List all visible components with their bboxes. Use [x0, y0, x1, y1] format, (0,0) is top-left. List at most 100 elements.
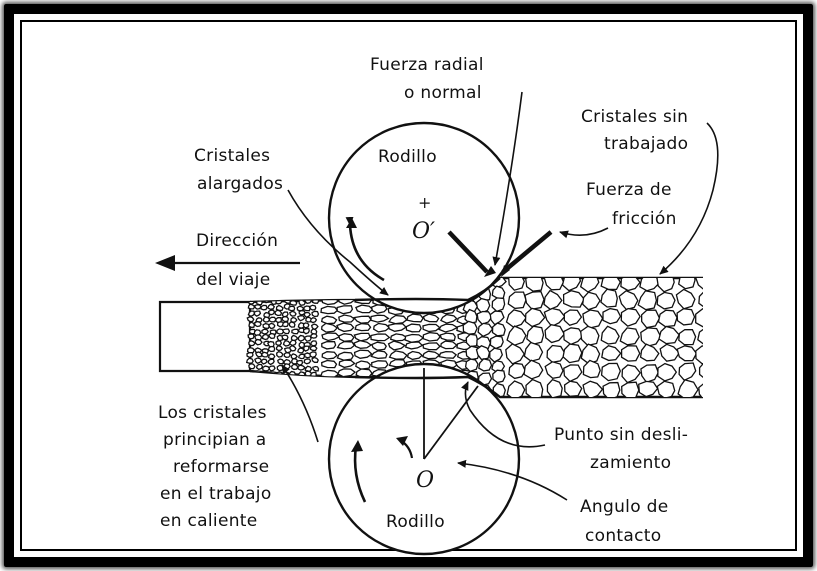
- label-radial-force-1: Fuerza radial: [370, 55, 484, 75]
- crystal-grain: [262, 322, 270, 329]
- leader-reforming-crystals: [281, 364, 319, 443]
- crystal-grain: [302, 322, 310, 329]
- crystal-grain: [697, 327, 703, 346]
- crystal-grain: [267, 353, 276, 360]
- crystal-grain: [254, 338, 263, 346]
- crystal-grain: [602, 307, 622, 325]
- crystal-grain: [657, 362, 678, 382]
- crystal-grain: [296, 315, 306, 322]
- crystal-grain: [370, 333, 391, 342]
- crystal-grain: [311, 310, 320, 318]
- crystal-grain: [281, 334, 289, 341]
- crystal-grain: [600, 288, 618, 308]
- crystal-grain: [563, 309, 583, 327]
- crystal-grain: [698, 290, 703, 309]
- crystal-grain: [288, 321, 296, 328]
- label-reform-1: Los cristales: [158, 403, 267, 423]
- crystal-grain: [304, 365, 313, 373]
- crystal-grain: [695, 345, 703, 365]
- crystal-grain: [288, 370, 297, 378]
- crystal-grain: [353, 332, 371, 342]
- crystal-grain: [309, 316, 318, 324]
- crystal-grain: [694, 278, 703, 290]
- crystal-grain: [297, 364, 307, 371]
- travel-direction-arrowhead: [155, 255, 175, 271]
- crystal-grain: [253, 320, 262, 328]
- crystal-grain: [388, 314, 408, 325]
- crystal-grain: [698, 361, 703, 380]
- crystal-grain: [262, 316, 271, 323]
- crystal-grain: [637, 290, 658, 311]
- crystal-grain: [582, 359, 601, 379]
- crystal-grain: [543, 289, 563, 311]
- crystal-grain: [248, 321, 256, 328]
- crystal-grain: [507, 291, 527, 310]
- crystal-grain: [656, 380, 676, 397]
- crystal-grain: [640, 327, 662, 347]
- crystal-grain: [422, 323, 441, 333]
- crystal-grain: [525, 278, 544, 292]
- crystal-grain: [261, 351, 269, 358]
- crystal-grain: [543, 278, 565, 291]
- crystal-grain: [267, 345, 276, 353]
- crystal-grain: [656, 291, 676, 310]
- crystal-grain: [523, 341, 544, 362]
- crystal-grain: [543, 307, 566, 328]
- crystal-grain: [321, 332, 341, 342]
- label-unworked-1: Cristales sin: [581, 107, 688, 127]
- crystal-grain: [248, 371, 256, 378]
- crystal-grain: [247, 310, 256, 318]
- label-no-slip-2: zamiento: [590, 453, 671, 473]
- crystal-grain: [260, 304, 268, 311]
- crystal-grain: [353, 349, 373, 359]
- crystal-grain: [406, 313, 424, 323]
- crystal-grain: [260, 358, 268, 365]
- crystal-grain: [489, 347, 504, 363]
- crystal-grain: [282, 339, 291, 347]
- crystal-grain: [620, 345, 641, 362]
- crystal-grain: [290, 316, 298, 323]
- crystal-grain: [288, 339, 297, 347]
- crystal-grain: [505, 309, 527, 328]
- crystal-grain: [262, 365, 271, 372]
- crystal-grain: [491, 322, 506, 337]
- crystal-grain: [372, 322, 391, 333]
- crystal-grain: [388, 350, 408, 360]
- top-rotation-arrowhead: [346, 218, 357, 228]
- crystal-grain: [600, 325, 620, 345]
- crystal-grain: [289, 344, 297, 352]
- crystal-grain: [288, 305, 296, 312]
- crystal-grain: [254, 304, 262, 310]
- crystal-grain: [422, 342, 441, 351]
- crystal-grain: [477, 322, 494, 338]
- crystal-grain: [621, 381, 640, 397]
- crystal-grain: [276, 328, 285, 335]
- crystal-grain: [247, 303, 256, 310]
- crystal-grain: [440, 340, 458, 350]
- crystal-grain: [304, 335, 312, 342]
- crystal-grain: [291, 357, 299, 365]
- crystal-grain: [281, 328, 291, 335]
- label-contact-angle-1: Angulo de: [580, 497, 668, 517]
- crystal-grain: [310, 333, 318, 339]
- crystal-grain: [321, 359, 338, 369]
- crystal-grain: [563, 327, 585, 346]
- crystal-grain: [255, 317, 263, 323]
- figure-frame: [4, 4, 813, 567]
- crystal-grain: [321, 351, 338, 360]
- crystal-grain: [321, 296, 340, 306]
- crystal-grain: [421, 350, 441, 360]
- crystal-grain: [371, 360, 389, 369]
- crystal-grain: [337, 368, 357, 378]
- crystal-grain: [310, 340, 318, 347]
- crystal-grain: [475, 345, 491, 361]
- crystal-grain: [321, 322, 339, 333]
- crystal-grain: [640, 364, 660, 383]
- crystal-grain: [261, 328, 270, 335]
- crystal-grain: [297, 371, 306, 378]
- label-elongated-1: Cristales: [194, 146, 270, 166]
- crystal-grain: [309, 345, 318, 352]
- label-unworked-2: trabajado: [604, 134, 688, 154]
- crystal-grain: [281, 321, 289, 328]
